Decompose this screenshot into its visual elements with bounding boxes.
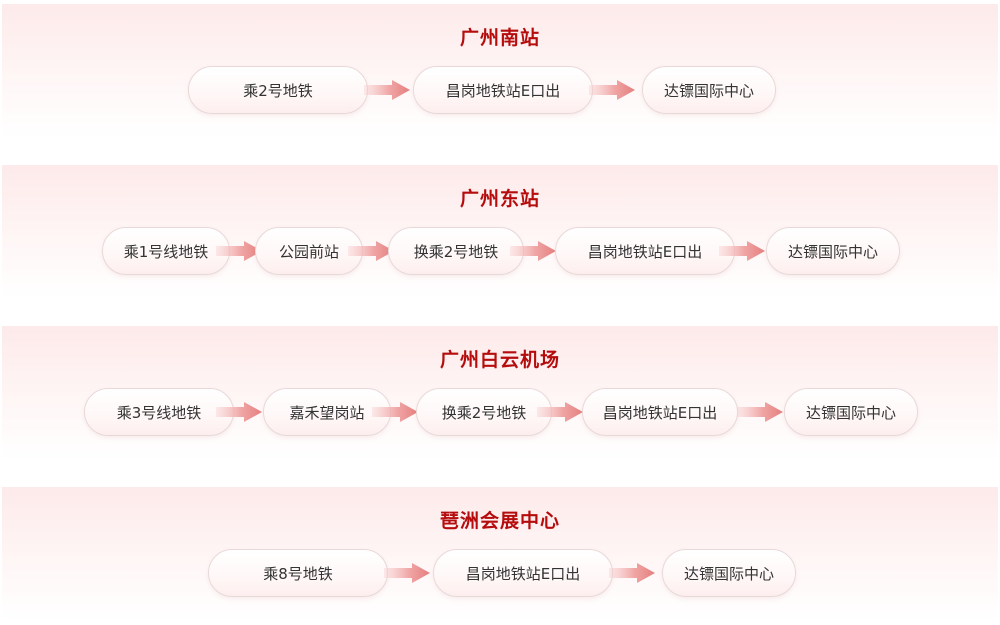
route-step: 昌岗地铁站E口出 — [555, 227, 735, 275]
route-step: 昌岗地铁站E口出 — [413, 66, 593, 114]
route-title: 琶洲会展中心 — [439, 510, 560, 532]
arrow-right-icon — [737, 402, 783, 422]
route-step: 嘉禾望岗站 — [263, 388, 391, 436]
route-step: 达镖国际中心 — [766, 227, 900, 275]
route-step: 乘1号线地铁 — [102, 227, 230, 275]
route-step: 达镖国际中心 — [662, 549, 796, 597]
arrow-right-icon — [537, 402, 583, 422]
arrow-right-icon — [372, 402, 418, 422]
route-step: 乘3号线地铁 — [84, 388, 234, 436]
route-step: 乘2号地铁 — [188, 66, 368, 114]
route-step: 达镖国际中心 — [784, 388, 918, 436]
arrow-right-icon — [364, 80, 410, 100]
arrow-right-icon — [589, 80, 635, 100]
route-step: 昌岗地铁站E口出 — [582, 388, 738, 436]
route-section-guangzhou-south: 广州南站 乘2号地铁 昌岗地铁站E口出 达镖国际中心 — [2, 4, 998, 138]
route-title: 广州白云机场 — [439, 349, 560, 371]
arrow-right-icon — [348, 241, 394, 261]
arrow-right-icon — [216, 402, 262, 422]
route-step: 换乘2号地铁 — [388, 227, 524, 275]
route-step: 达镖国际中心 — [642, 66, 776, 114]
arrow-right-icon — [384, 563, 430, 583]
route-title: 广州东站 — [459, 188, 540, 210]
route-step: 换乘2号地铁 — [416, 388, 552, 436]
route-step: 昌岗地铁站E口出 — [433, 549, 613, 597]
arrow-right-icon — [719, 241, 765, 261]
arrow-right-icon — [216, 241, 262, 261]
route-section-baiyun-airport: 广州白云机场 乘3号线地铁 嘉禾望岗站 换乘2号地铁 昌岗地铁站E口出 达镖国际… — [2, 326, 998, 460]
route-title: 广州南站 — [459, 27, 540, 49]
route-section-guangzhou-east: 广州东站 乘1号线地铁 公园前站 换乘2号地铁 昌岗地铁站E口出 达镖国际中心 — [2, 165, 998, 299]
route-step: 乘8号地铁 — [208, 549, 388, 597]
route-section-pazhou-expo: 琶洲会展中心 乘8号地铁 昌岗地铁站E口出 达镖国际中心 — [2, 487, 998, 621]
arrow-right-icon — [510, 241, 556, 261]
arrow-right-icon — [609, 563, 655, 583]
route-step: 公园前站 — [255, 227, 363, 275]
